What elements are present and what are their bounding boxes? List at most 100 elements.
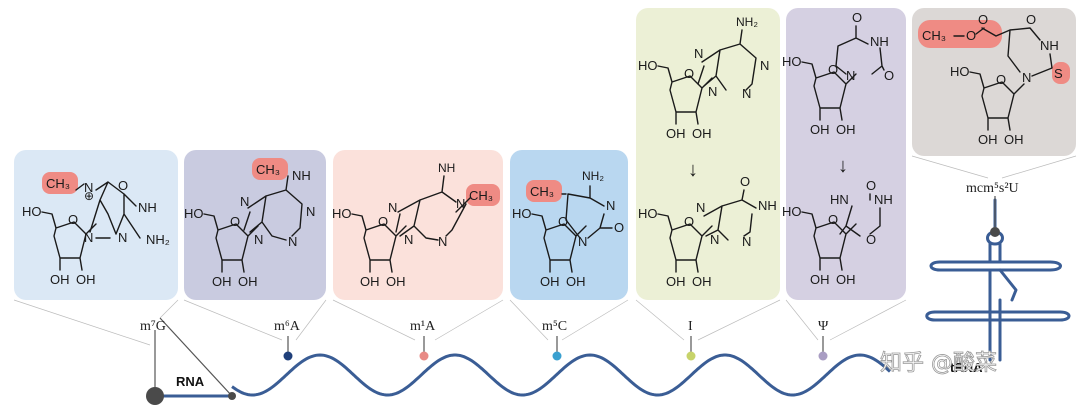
atom-o: O <box>884 68 894 83</box>
atom-n: N <box>254 232 263 247</box>
atom-n: N <box>742 86 751 101</box>
atom-n: N <box>84 180 93 195</box>
atom-o: O <box>68 212 78 227</box>
cap-node-small <box>228 392 236 400</box>
label-m6a: m⁶A <box>274 319 301 334</box>
atom-oh: OH <box>666 126 686 141</box>
charge-plus: ⊕ <box>84 189 94 203</box>
atom-o: O <box>740 174 750 189</box>
atom-o: O <box>614 220 624 235</box>
atom-ho: HO <box>782 204 802 219</box>
atom-o: O <box>852 10 862 25</box>
atom-oh: OH <box>212 274 232 289</box>
atom-nh: NH <box>1040 38 1059 53</box>
methyl-highlight <box>252 158 288 180</box>
ribose-bonds <box>657 213 713 273</box>
ribose-bonds <box>969 71 1025 131</box>
watermark: 知乎 @酸菜 <box>880 351 997 376</box>
atom-n: N <box>606 198 615 213</box>
atom-oh: OH <box>386 274 406 289</box>
modification-marker <box>552 351 562 361</box>
conversion-arrow: ↓ <box>688 159 698 181</box>
panel-inosine <box>636 8 780 300</box>
panel-backgrounds <box>14 8 1076 300</box>
atom-o: O <box>996 72 1006 87</box>
atom-o: O <box>684 214 694 229</box>
atom-n: N <box>118 230 127 245</box>
conversion-arrow: ↓ <box>838 155 848 177</box>
atom-n: N <box>438 234 447 249</box>
atom-oh: OH <box>836 122 856 137</box>
m7g-leader-2 <box>159 317 233 397</box>
label-m1a: m¹A <box>410 319 436 334</box>
atom-hn: HN <box>830 192 849 207</box>
methyl-highlight <box>42 172 78 194</box>
atom-oh: OH <box>540 274 560 289</box>
atom-oh: OH <box>692 274 712 289</box>
atom-n: N <box>696 200 705 215</box>
atom-n: N <box>708 84 717 99</box>
ribose-sugar: HO O OH OH <box>512 206 587 289</box>
atom-n: N <box>578 234 587 249</box>
atom-oh: OH <box>810 272 830 287</box>
atom-oh: OH <box>238 274 258 289</box>
label-pseudouridine: Ψ <box>818 319 829 334</box>
atom-n: N <box>84 230 93 245</box>
atom-oh: OH <box>76 272 96 287</box>
atom-nh2: NH₂ <box>736 15 758 29</box>
rna-strand: RNA <box>146 317 892 405</box>
atom-oh: OH <box>360 274 380 289</box>
atom-ch3: CH₃ <box>256 162 280 177</box>
panel-m7g <box>14 150 178 300</box>
atom-oh: OH <box>50 272 70 287</box>
atom-ho: HO <box>638 206 658 221</box>
atom-ho: HO <box>332 206 352 221</box>
label-mcm5s2u: mcm⁵s²U <box>966 181 1019 196</box>
atom-s: S <box>1054 66 1063 81</box>
methoxycarbonylmethyl-highlight <box>918 20 1002 48</box>
atom-oh: OH <box>566 274 586 289</box>
atom-n: N <box>456 196 465 211</box>
trna-label: tRNA <box>950 360 983 375</box>
atom-n: N <box>388 200 397 215</box>
atom-ho: HO <box>638 58 658 73</box>
atom-ch3: CH₃ <box>530 184 554 199</box>
label-m7g: m⁷G <box>140 319 166 334</box>
atom-n: N <box>288 234 297 249</box>
atom-o: O <box>828 62 838 77</box>
atom-o: O <box>966 28 976 43</box>
ribose-bonds <box>203 213 259 273</box>
ribose-bonds <box>531 213 587 273</box>
modification-marker <box>283 351 293 361</box>
atom-o: O <box>230 214 240 229</box>
atom-o: O <box>684 66 694 81</box>
atom-nh: NH <box>874 192 893 207</box>
atom-ho: HO <box>22 204 42 219</box>
atom-nh2: NH₂ <box>146 232 170 247</box>
methyl-highlight <box>466 184 500 206</box>
atom-ho: HO <box>950 64 970 79</box>
modification-labels: m⁷G m⁶A m¹A m⁵C I Ψ mcm⁵s²U <box>140 181 1019 334</box>
atom-ho: HO <box>512 206 532 221</box>
atom-o: O <box>866 178 876 193</box>
atom-n: N <box>760 58 769 73</box>
atom-oh: OH <box>836 272 856 287</box>
atom-nh: NH <box>138 200 157 215</box>
cap-node-large <box>146 387 164 405</box>
ribose-bonds <box>801 61 857 121</box>
label-inosine: I <box>688 319 693 334</box>
atom-ch3: CH₃ <box>46 176 70 191</box>
atom-n: N <box>694 46 703 61</box>
atom-o: O <box>558 214 568 229</box>
ribose-bonds <box>657 65 713 125</box>
atom-n: N <box>710 232 719 247</box>
